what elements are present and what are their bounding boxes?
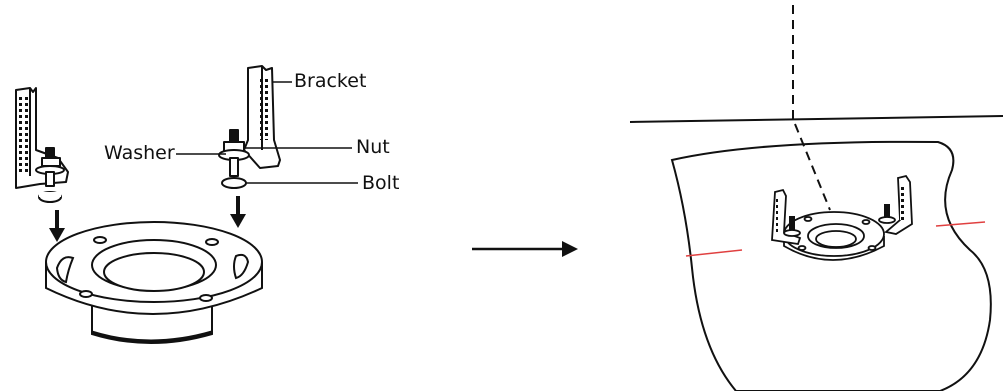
floor-line [629,115,1003,123]
installed-view [629,5,1003,391]
toilet-flange [45,221,263,344]
down-arrow-icon [49,210,65,242]
flange-slot-left [55,256,75,284]
bolt-label: Bolt [362,172,400,194]
left-bracket-rib [19,96,28,174]
flange-slot-right [233,253,250,280]
right-bracket-rib [260,76,268,140]
right-arrow-icon [472,241,578,257]
installed-flange [783,211,885,261]
center-mark-right [935,221,986,227]
bracket-label: Bracket [294,70,367,92]
washer-label: Washer [104,142,175,164]
down-arrow-icon [230,196,246,228]
left-nut [41,157,61,167]
right-bracket-assembly [218,65,281,189]
installed-right-bracket [878,174,913,235]
right-bolt-head [221,177,247,189]
nut-label: Nut [356,136,390,158]
left-bracket-assembly [15,87,69,203]
center-mark-left [685,249,743,257]
installed-left-bracket [771,188,802,246]
label-leaders [176,81,358,184]
toilet-base-outline [670,140,992,391]
